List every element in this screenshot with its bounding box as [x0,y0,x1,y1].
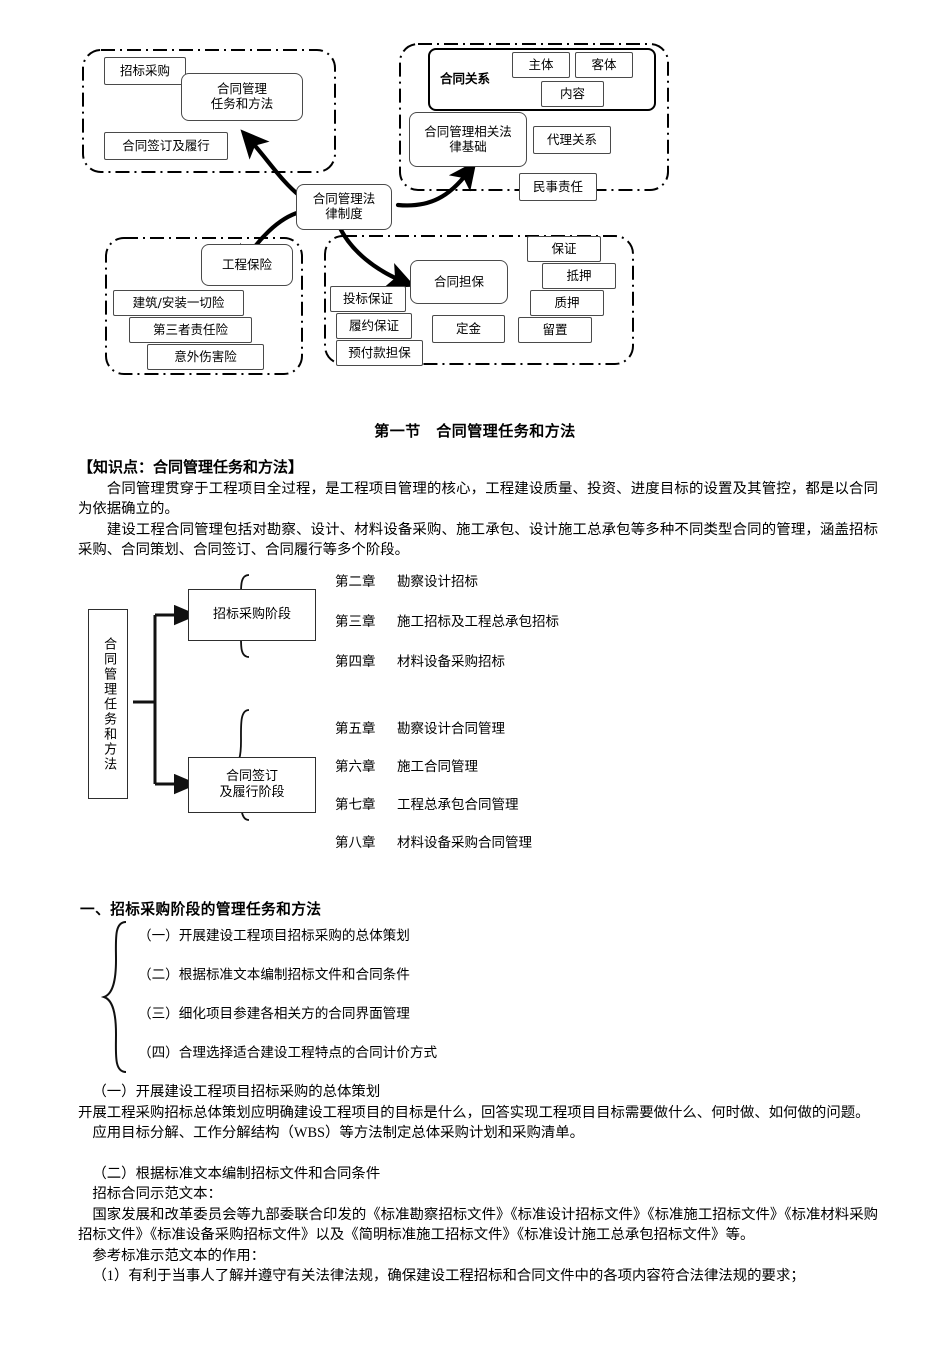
node-third-party-liability: 第三者责任险 [129,317,252,343]
chapter-number: 第三章 [335,614,376,630]
chapter-row: 第四章 材料设备采购招标 [335,650,505,670]
chapter-title: 材料设备采购合同管理 [397,835,532,851]
arrow-center-to-bottomright [337,225,416,288]
arrow-center-to-topright [395,160,477,208]
dashed-group-bottom-right [324,235,634,365]
node-center: 合同管理法 律制度 [296,184,392,230]
intro-text-block: 【知识点：合同管理任务和方法】 合同管理贯穿于工程项目全过程，是工程项目管理的核… [78,458,878,561]
node-agency-relationship: 代理关系 [533,126,611,154]
chapter-number: 第八章 [335,835,376,851]
node-engineering-insurance: 工程保险 [201,244,293,286]
chapter-title: 施工招标及工程总承包招标 [397,614,559,630]
node-content: 内容 [541,81,604,107]
intro-paragraph-1: 合同管理贯穿于工程项目全过程，是工程项目管理的核心，工程建设质量、投资、进度目标… [78,480,878,518]
subsection-one-title: （一）开展建设工程项目招标采购的总体策划 [92,1084,381,1100]
chapter-number: 第七章 [335,797,376,813]
chapter-title: 材料设备采购招标 [397,654,505,670]
flowchart-root-box: 合同管理任务和方法 [88,609,128,799]
brace-list-item: （二）根据标准文本编制招标文件和合同条件 [138,967,410,983]
node-deposit: 定金 [432,315,505,343]
chapter-title: 勘察设计合同管理 [397,721,505,737]
chapter-row: 第三章 施工招标及工程总承包招标 [335,610,559,630]
node-accident-injury-insurance: 意外伤害险 [147,344,264,370]
chapter-number: 第五章 [335,721,376,737]
chapter-row: 第五章 勘察设计合同管理 [335,717,505,737]
model-text-label: 招标合同示范文本： [92,1186,222,1202]
heading-section-one: 一、招标采购阶段的管理任务和方法 [80,902,322,918]
tail-text-block: （一）开展建设工程项目招标采购的总体策划 开展工程采购招标总体策划应明确建设工程… [78,1082,878,1287]
subsection-brace-list: （一）开展建设工程项目招标采购的总体策划 （二）根据标准文本编制招标文件和合同条… [100,920,620,1075]
chapter-number: 第二章 [335,574,376,590]
node-contract-guarantee: 合同担保 [410,260,508,304]
node-lien: 留置 [518,317,592,343]
reference-role-item-1: （1）有利于当事人了解并遵守有关法律法规，确保建设工程招标和合同文件中的各项内容… [92,1268,805,1284]
chapter-row: 第七章 工程总承包合同管理 [335,793,519,813]
mindmap-connectors [82,43,669,375]
node-performance-bond: 履约保证 [336,313,412,339]
node-contract-sign-perform: 合同签订及履行 [104,132,228,160]
node-civil-liability: 民事责任 [519,173,597,201]
node-contract-mgmt-tasks: 合同管理 任务和方法 [181,73,303,121]
node-bid-procurement: 招标采购 [104,57,186,85]
section-title: 第一节 合同管理任务和方法 [374,424,576,440]
subsection-one-body: 开展工程采购招标总体策划应明确建设工程项目的目标是什么，回答实现工程项目目标需要… [78,1104,870,1121]
dashed-group-bottom-left [105,237,303,375]
brace-list-item: （四）合理选择适合建设工程特点的合同计价方式 [138,1045,438,1061]
node-bid-bond: 投标保证 [330,286,406,312]
chapter-row: 第六章 施工合同管理 [335,755,478,775]
brace-list-item: （一）开展建设工程项目招标采购的总体策划 [138,928,410,944]
chapter-structure-flowchart: 合同管理任务和方法 招标采购阶段 合同签订 及履行阶段 第二章 勘察设计招标 第三… [0,565,950,865]
node-subject: 主体 [512,52,570,78]
arrow-center-to-topleft [240,129,303,199]
node-suretyship: 保证 [527,236,601,262]
chapter-title: 施工合同管理 [397,759,478,775]
node-advance-payment-guarantee: 预付款担保 [336,340,423,366]
node-mortgage: 抵押 [542,263,616,289]
subsection-one-body-2: 应用目标分解、工作分解结构（WBS）等方法制定总体采购计划和采购清单。 [92,1125,585,1141]
brace-list-item: （三）细化项目参建各相关方的合同界面管理 [138,1006,410,1022]
chapter-number: 第四章 [335,654,376,670]
subsection-two-title: （二）根据标准文本编制招标文件和合同条件 [92,1165,381,1182]
chapter-row: 第八章 材料设备采购合同管理 [335,831,532,851]
node-all-risk-insurance: 建筑/安装一切险 [113,290,244,316]
chapter-title: 工程总承包合同管理 [397,797,519,813]
paragraph-spacer [78,1144,878,1164]
intro-paragraph-2: 建设工程合同管理包括对勘察、设计、材料设备采购、施工承包、设计施工总承包等多种不… [78,521,878,559]
flowchart-stage-bidding: 招标采购阶段 [188,589,316,641]
contract-management-mindmap: 合同管理法 律制度 招标采购 合同管理 任务和方法 合同签订及履行 合同关系 主… [0,0,950,400]
knowledge-point-label: 【知识点：合同管理任务和方法】 [78,460,304,476]
chapter-title: 勘察设计招标 [397,574,478,590]
standard-documents-paragraph: 国家发展和改革委员会等九部委联合印发的《标准勘察招标文件》《标准设计招标文件》《… [78,1206,878,1244]
node-pledge: 质押 [530,290,604,316]
curly-brace-icon [100,921,127,1073]
dashed-group-top-left [82,49,336,173]
chapter-row: 第二章 勘察设计招标 [335,570,478,590]
chapter-number: 第六章 [335,759,376,775]
node-legal-basis: 合同管理相关法 律基础 [409,112,527,167]
reference-role-label: 参考标准示范文本的作用： [92,1247,266,1264]
node-object: 客体 [575,52,633,78]
flowchart-stage-contract: 合同签订 及履行阶段 [188,757,316,813]
